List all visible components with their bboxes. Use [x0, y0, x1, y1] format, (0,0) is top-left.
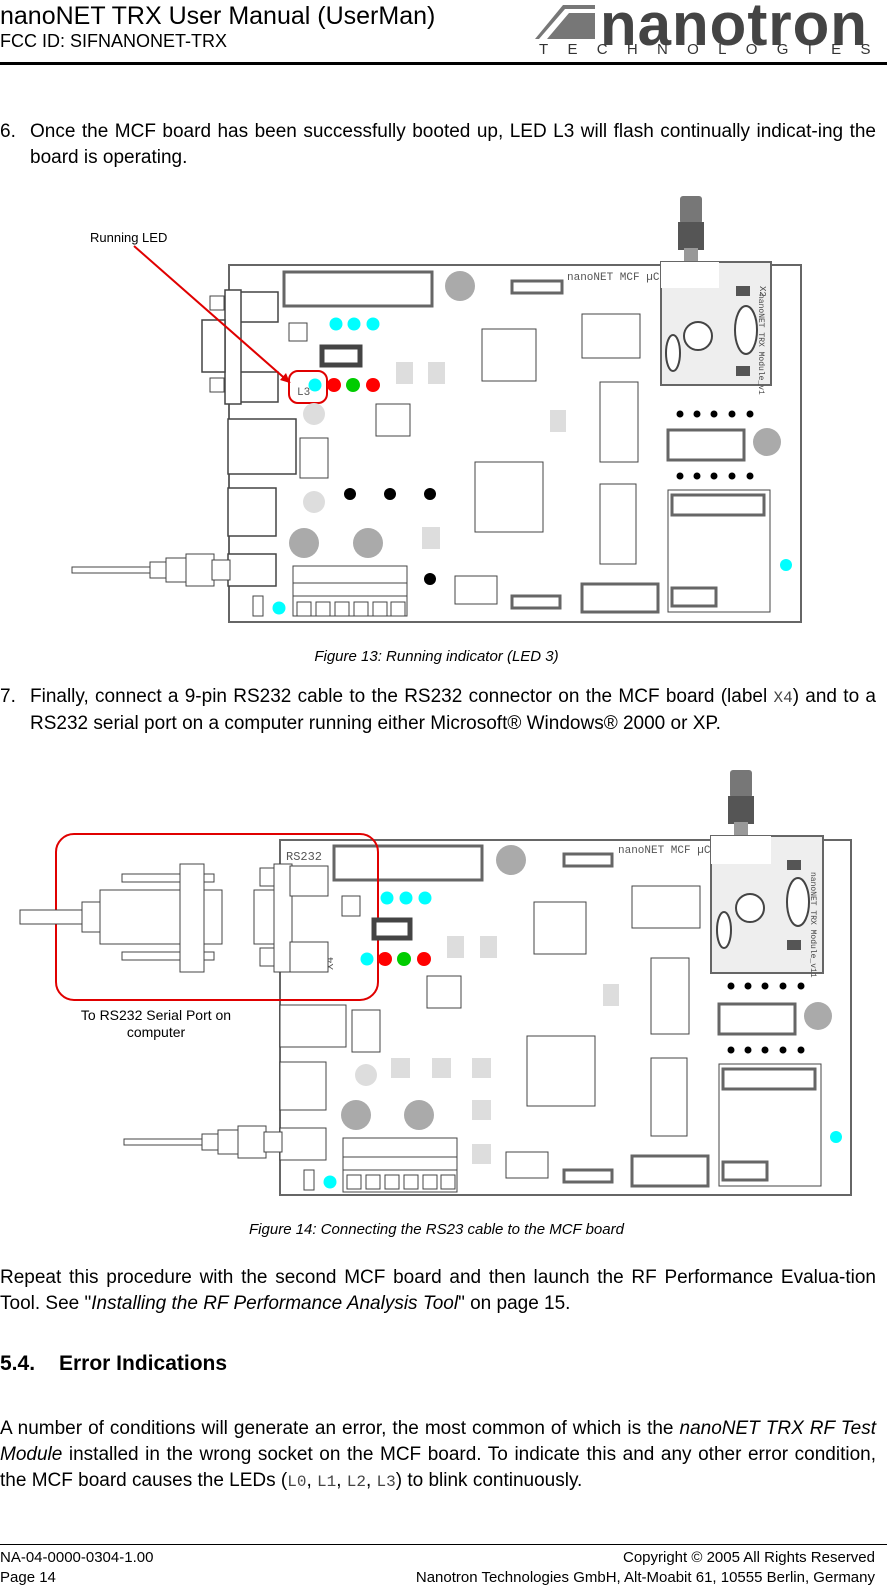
figure-13-caption: Figure 13: Running indicator (LED 3): [314, 648, 559, 665]
l3-highlight: [288, 370, 328, 404]
fcc-id: FCC ID: SIFNANONET-TRX: [0, 31, 228, 51]
running-led-callout: Running LED: [90, 230, 167, 245]
antenna-icon: [680, 196, 702, 224]
figure-14-caption: Figure 14: Connecting the RS23 cable to …: [249, 1221, 624, 1238]
l3-label: L3: [297, 387, 310, 399]
callout-line-1: To RS232 Serial Port on: [81, 1007, 231, 1023]
step-number: 6.: [0, 121, 16, 142]
module-label: nanoNET TRX Module_v11: [808, 872, 817, 978]
step-7-text: Finally, connect a 9-pin RS232 cable to …: [30, 684, 876, 737]
x4-code: X4: [773, 689, 793, 707]
company-address: Nanotron Technologies GmbH, Alt-Moabit 6…: [415, 1569, 875, 1586]
callout-arrow: [133, 245, 291, 384]
led-l3: L3: [376, 1473, 396, 1491]
x2-label: X2: [757, 286, 767, 297]
led-l0: L0: [287, 1473, 307, 1491]
antenna-icon: [730, 770, 752, 798]
step-7-text-b: ) and to a RS232 serial port on a comput…: [30, 686, 876, 734]
module-label: nanoNET TRX Module_v1: [756, 294, 765, 395]
logo-mark-icon: [535, 5, 595, 39]
step-number: 7.: [0, 686, 16, 707]
separator: ,: [306, 1470, 318, 1491]
rs232-label: RS232: [286, 850, 322, 864]
step-7-text-a: Finally, connect a 9-pin RS232 cable to …: [30, 686, 774, 707]
board-label: nanoNET MCF µC: [618, 845, 711, 857]
repeat-text-a: Repeat this procedure with the second MC…: [0, 1267, 876, 1314]
doc-number: NA-04-0000-0304-1.00: [0, 1549, 154, 1566]
repeat-paragraph: Repeat this procedure with the second MC…: [0, 1265, 876, 1317]
step-6-text: Once the MCF board has been successfully…: [30, 121, 876, 168]
callout-line-2: computer: [127, 1024, 186, 1040]
section-number: 5.4.: [0, 1352, 36, 1375]
header-rule: [0, 62, 887, 65]
cross-reference-link[interactable]: Installing the RF Performance Analysis T…: [91, 1293, 459, 1314]
module-name: nanoNET TRX RF Test Module: [0, 1418, 877, 1465]
led-l2: L2: [346, 1473, 366, 1491]
section-title: Error Indications: [59, 1352, 228, 1375]
page-number: Page 14: [0, 1569, 56, 1586]
repeat-text-b: " on page 15.: [458, 1293, 571, 1314]
error-paragraph: A number of conditions will generate an …: [0, 1416, 876, 1495]
document-title: nanoNET TRX User Manual (UserMan): [0, 2, 436, 30]
separator: ,: [336, 1470, 347, 1491]
led-l1: L1: [317, 1473, 337, 1491]
error-text-b: installed in the wrong socket on the MCF…: [0, 1444, 876, 1491]
copyright: Copyright © 2005 All Rights Reserved: [622, 1549, 875, 1566]
led-l3: [308, 378, 322, 392]
error-text-a: A number of conditions will generate an …: [0, 1418, 680, 1439]
logo-tagline: TECHNOLOGIES: [539, 41, 887, 58]
error-text-c: ) to blink continuously.: [395, 1470, 583, 1491]
separator: ,: [365, 1470, 377, 1491]
logo-wordmark: nanotron: [600, 0, 868, 58]
figure-14-board: nanoNET MCF µC nanoNET TRX Module_v11 RS…: [19, 770, 852, 1196]
footer-rule: [0, 1544, 887, 1545]
board-label: nanoNET MCF µC: [567, 272, 660, 284]
figure-13-board: nanoNET TRX Module_v1 X2 nanoNET MCF µC …: [71, 196, 802, 623]
